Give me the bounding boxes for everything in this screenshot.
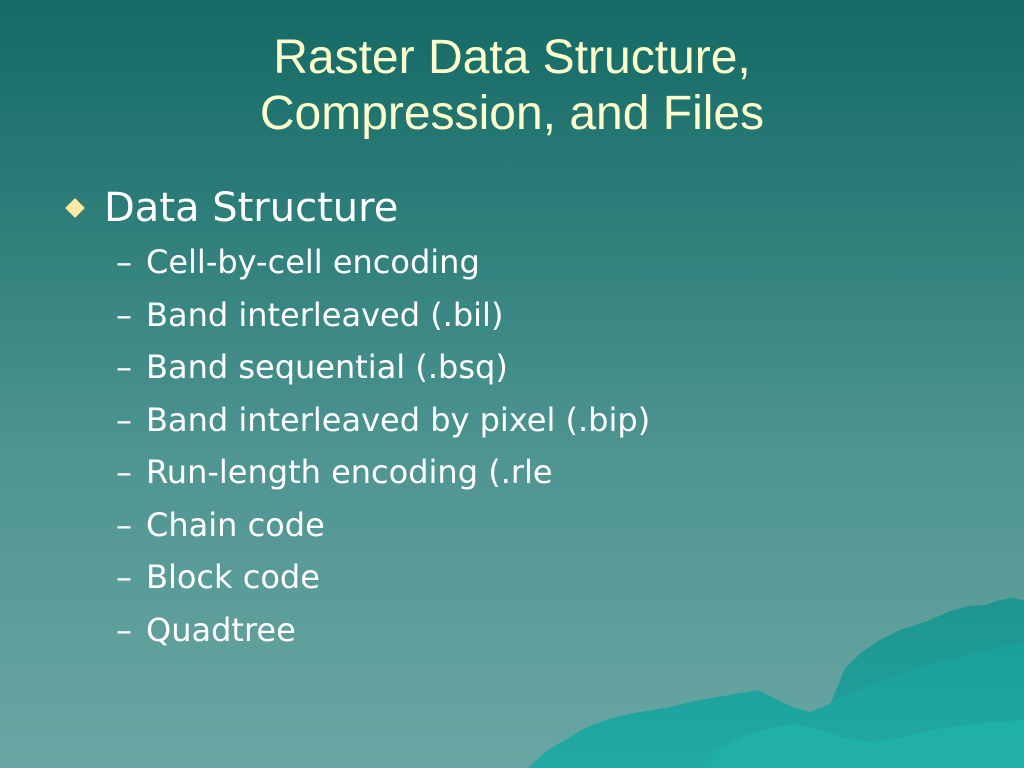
bullet-label: Data Structure xyxy=(104,185,399,231)
mountain-front-shape xyxy=(528,644,1024,768)
sub-bullet-text: Band interleaved by pixel (.bip) xyxy=(146,400,651,439)
dash-marker: – xyxy=(116,348,132,386)
sub-bullet-text: Run-length encoding (.rle xyxy=(146,453,553,491)
title-line-1: Raster Data Structure, xyxy=(273,31,751,84)
title-line-2: Compression, and Files xyxy=(259,87,765,140)
dash-marker: – xyxy=(116,558,132,596)
sub-bullet-item: – Band sequential (.bsq) xyxy=(116,341,962,394)
dash-marker: – xyxy=(116,610,132,649)
sub-bullet-item: – Quadtree xyxy=(116,604,962,657)
slide-title: Raster Data Structure, Compression, and … xyxy=(0,30,1024,142)
sub-bullet-text: Block code xyxy=(146,558,320,596)
sub-bullet-item: – Block code xyxy=(116,551,962,604)
bullet-item-data-structure: Data Structure – Cell-by-cell encoding –… xyxy=(62,180,962,656)
sub-bullet-item: – Cell-by-cell encoding xyxy=(116,236,962,289)
sub-bullet-text: Band sequential (.bsq) xyxy=(146,348,508,386)
sub-bullet-text: Chain code xyxy=(146,505,325,544)
sub-bullet-item: – Band interleaved by pixel (.bip) xyxy=(116,394,962,447)
sub-bullet-item: – Run-length encoding (.rle xyxy=(116,446,962,499)
dash-marker: – xyxy=(116,505,132,544)
sub-bullet-text: Band interleaved (.bil) xyxy=(146,295,504,334)
dash-marker: – xyxy=(116,400,132,439)
bullet-list: Data Structure – Cell-by-cell encoding –… xyxy=(62,180,962,656)
sub-bullet-item: – Band interleaved (.bil) xyxy=(116,289,962,342)
mountain-ridge-shape xyxy=(700,720,1024,768)
sub-bullet-list: – Cell-by-cell encoding – Band interleav… xyxy=(62,236,962,656)
sub-bullet-text: Quadtree xyxy=(146,610,296,649)
dash-marker: – xyxy=(116,243,132,281)
sub-bullet-item: – Chain code xyxy=(116,499,962,552)
diamond-bullet-icon xyxy=(65,198,85,218)
dash-marker: – xyxy=(116,295,132,334)
dash-marker: – xyxy=(116,453,132,491)
bullet-level1: Data Structure xyxy=(62,180,962,236)
sub-bullet-text: Cell-by-cell encoding xyxy=(146,243,480,281)
